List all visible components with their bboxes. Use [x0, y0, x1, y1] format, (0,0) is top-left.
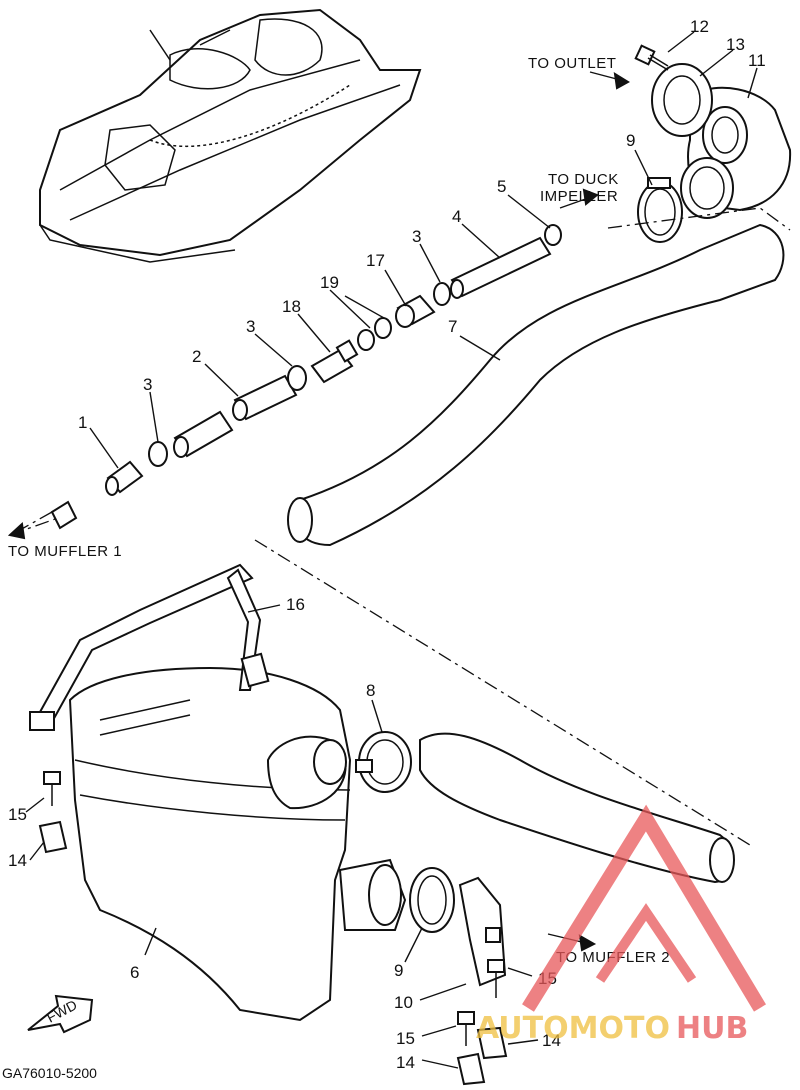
destination-arrows [7, 71, 630, 952]
diagram-code: GA76010-5200 [2, 1065, 97, 1081]
callout-15-bottom: 15 [396, 1029, 415, 1048]
callout-3-lower: 3 [143, 375, 152, 394]
callout-15-left: 15 [8, 805, 27, 824]
callout-12: 12 [690, 17, 709, 36]
callout-4: 4 [452, 207, 461, 226]
callout-18: 18 [282, 297, 301, 316]
hose-clamp-9-upper [637, 177, 683, 243]
callout-11: 11 [748, 51, 766, 70]
clip-14-left [38, 820, 68, 854]
hose-lower [419, 732, 735, 884]
watermark-text-automoto: AUTOMOTO [476, 1011, 670, 1046]
callout-5: 5 [497, 177, 506, 196]
clip-14-right [476, 1026, 508, 1060]
tube-to-muffler-1 [50, 500, 78, 530]
callout-3-middle: 3 [246, 317, 255, 336]
watermark-logo: AUTOMOTO HUB [476, 804, 767, 1046]
callout-8: 8 [366, 681, 375, 700]
watermark-text-hub: HUB [676, 1011, 748, 1046]
callout-numbers: 1 3 2 3 18 19 17 3 4 5 7 9 11 12 13 16 8… [8, 17, 766, 1072]
callout-16: 16 [286, 595, 305, 614]
hose-clamp-9-lower [409, 867, 455, 933]
muffler-6 [68, 666, 407, 1022]
bolt-12 [634, 44, 669, 71]
hose-clamp-8 [355, 731, 412, 793]
bolt-15-right [487, 959, 505, 998]
pipe-assembly [105, 224, 562, 496]
callout-6: 6 [130, 963, 139, 982]
callout-1: 1 [78, 413, 87, 432]
clip-14-bottom [456, 1052, 486, 1086]
callout-9-upper: 9 [626, 131, 635, 150]
fwd-arrow-icon: FWD [27, 994, 94, 1034]
callout-9-lower: 9 [394, 961, 403, 980]
label-to-duck: TO DUCK [548, 171, 619, 188]
label-to-outlet: TO OUTLET [528, 55, 616, 72]
bracket-10 [458, 876, 507, 987]
callout-17: 17 [366, 251, 385, 270]
bolt-15-left [43, 771, 61, 806]
callout-14-bottom: 14 [396, 1053, 415, 1072]
outlet-elbow-11 [680, 86, 792, 219]
outlet-gasket-13 [651, 63, 713, 137]
bolt-15-bottom [457, 1011, 475, 1046]
label-to-muffler-1: TO MUFFLER 1 [8, 543, 122, 560]
label-impeller: IMPELLER [540, 188, 618, 205]
callout-19: 19 [320, 273, 339, 292]
exhaust-hose-7 [287, 223, 785, 547]
watercraft-overview [39, 8, 422, 263]
destination-labels: TO OUTLET TO DUCK IMPELLER TO MUFFLER 1 … [8, 55, 670, 966]
callout-7: 7 [448, 317, 457, 336]
dash-lines [19, 207, 791, 846]
leader-lines [25, 31, 758, 1069]
callout-2: 2 [192, 347, 201, 366]
callout-3-upper: 3 [412, 227, 421, 246]
band-16 [29, 563, 270, 731]
callout-14-right: 14 [542, 1031, 561, 1050]
callout-14-left: 14 [8, 851, 27, 870]
callout-10: 10 [394, 993, 413, 1012]
callout-13: 13 [726, 35, 745, 54]
